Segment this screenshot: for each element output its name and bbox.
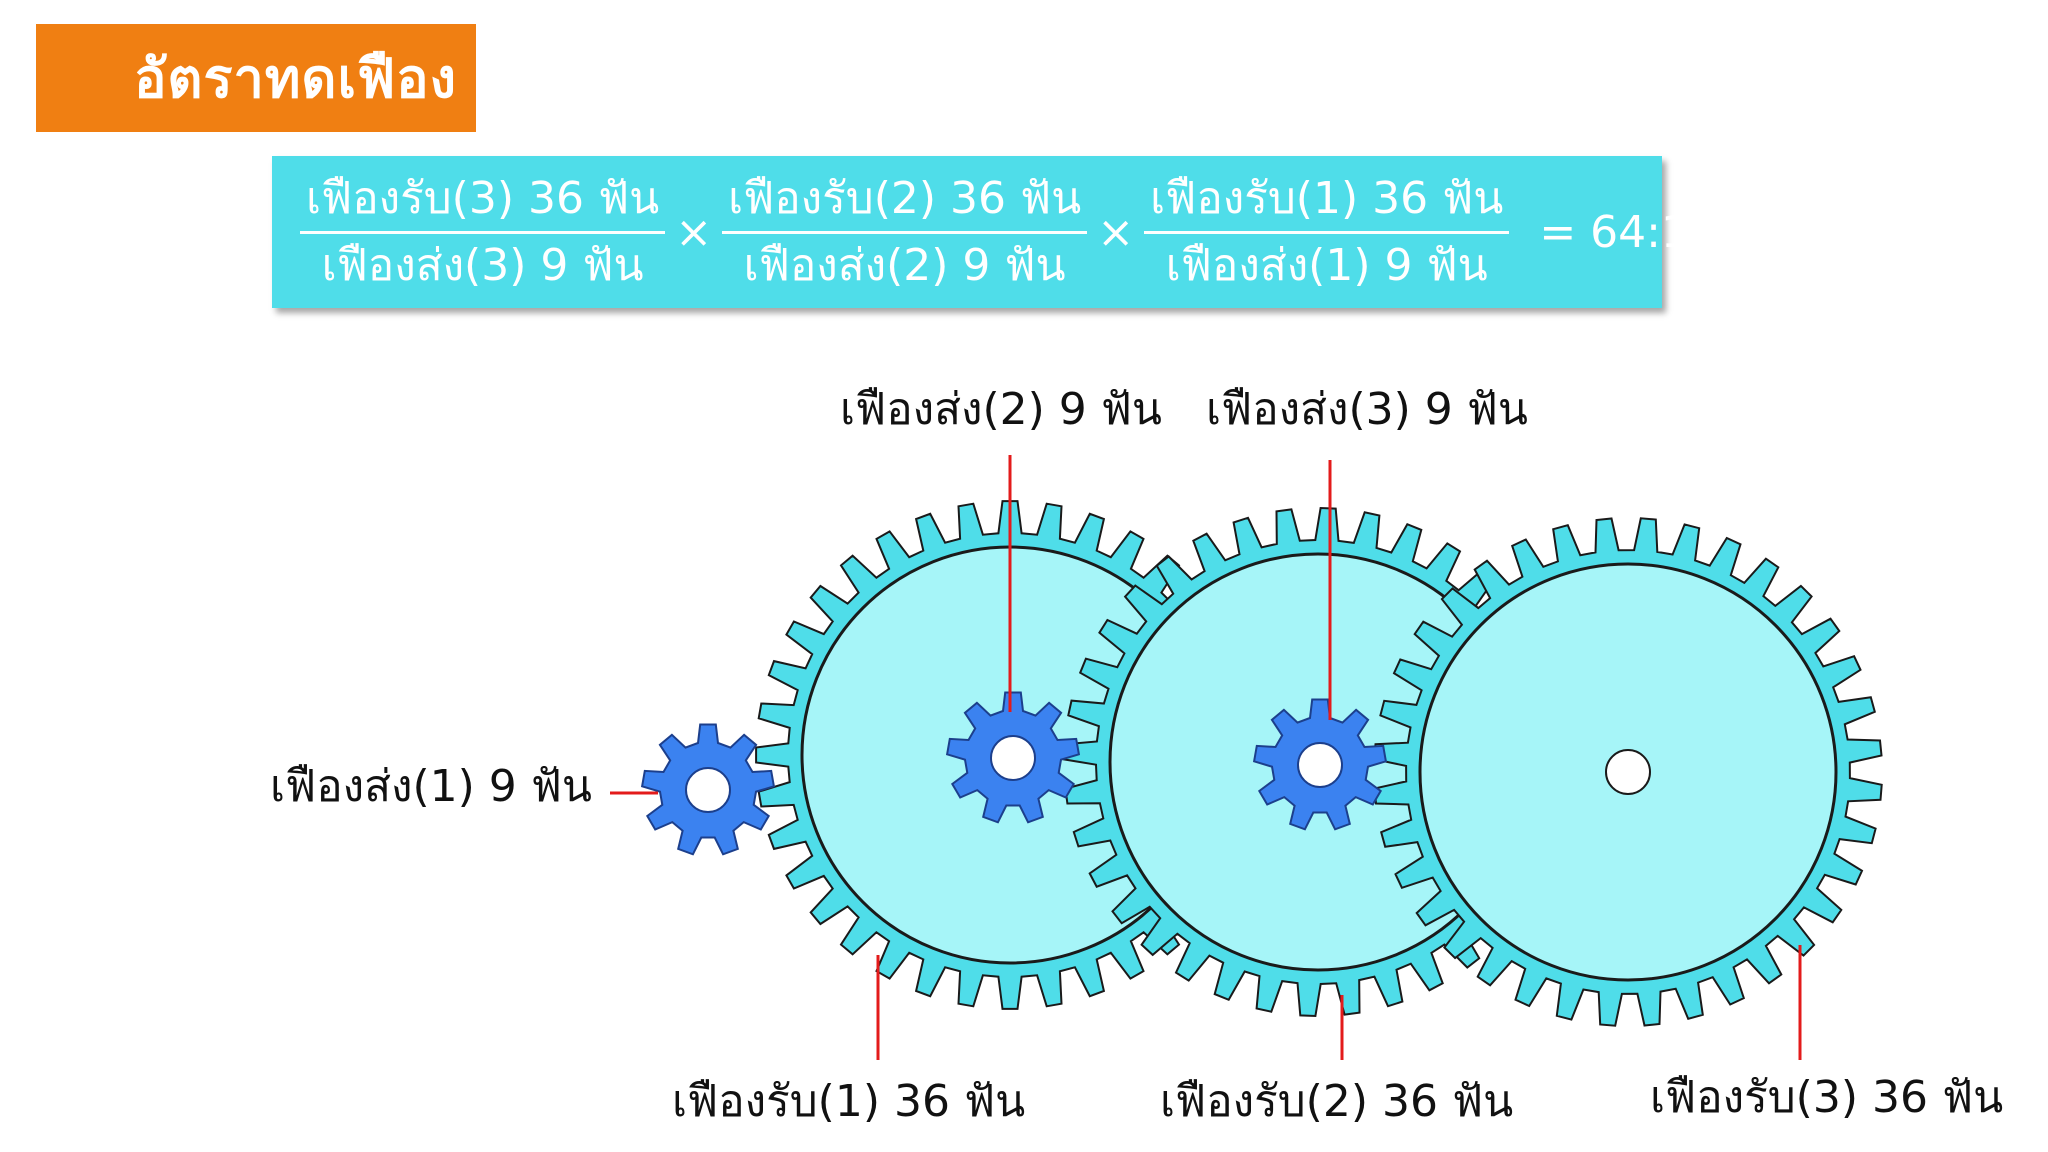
driver-gear-1 [640,723,776,856]
page-title: อัตราทดเฟือง [134,47,457,110]
label-driver-gear-1: เฟืองส่ง(1) 9 ฟัน [270,761,592,812]
label-driven-gear-1: เฟืองรับ(1) 36 ฟัน [672,1076,1026,1127]
fraction-bar [300,230,666,234]
gear-axle-hole [1605,749,1651,795]
gear-axle-hole [685,767,731,813]
driver-gear-3 [1252,698,1388,831]
label-driver-gear-3: เฟืองส่ง(3) 9 ฟัน [1206,384,1528,435]
driven-gear-3 [1373,517,1883,1027]
fraction-numerator: เฟืองรับ(3) 36 ฟัน [306,172,660,224]
label-driven-gear-2: เฟืองรับ(2) 36 ฟัน [1160,1076,1514,1127]
fraction-3: เฟืองรับ(1) 36 ฟัน เฟืองส่ง(1) 9 ฟัน [1144,167,1510,298]
fraction-numerator: เฟืองรับ(2) 36 ฟัน [728,172,1082,224]
fraction-bar [1144,230,1510,234]
fraction-bar [722,230,1088,234]
fraction-numerator: เฟืองรับ(1) 36 ฟัน [1150,172,1504,224]
gear-axle-hole [990,735,1036,781]
driver-gear-2 [945,691,1081,824]
fraction-denominator: เฟืองส่ง(1) 9 ฟัน [1165,239,1488,291]
label-driven-gear-3: เฟืองรับ(3) 36 ฟัน [1650,1072,2004,1123]
multiply-operator: × [1097,206,1135,258]
fraction-denominator: เฟืองส่ง(2) 9 ฟัน [743,239,1066,291]
fraction-1: เฟืองรับ(3) 36 ฟัน เฟืองส่ง(3) 9 ฟัน [300,167,666,298]
ratio-result: = 64:1 [1539,206,1689,258]
fraction-2: เฟืองรับ(2) 36 ฟัน เฟืองส่ง(2) 9 ฟัน [722,167,1088,298]
fraction-denominator: เฟืองส่ง(3) 9 ฟัน [321,239,644,291]
title-banner: อัตราทดเฟือง [36,24,476,132]
gear-axle-hole [1297,742,1343,788]
multiply-operator: × [675,206,713,258]
gear-ratio-formula: เฟืองรับ(3) 36 ฟัน เฟืองส่ง(3) 9 ฟัน × เ… [272,156,1689,308]
label-driver-gear-2: เฟืองส่ง(2) 9 ฟัน [840,384,1162,435]
